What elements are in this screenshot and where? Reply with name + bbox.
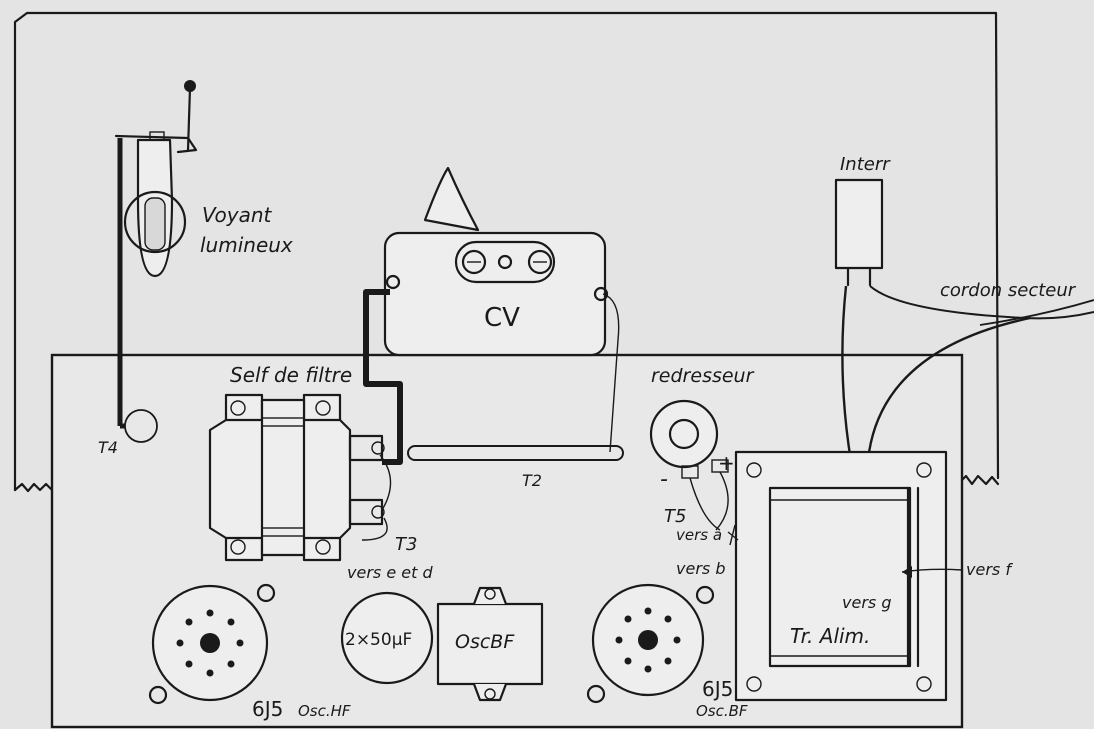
- variable-capacitor: [383, 166, 609, 357]
- label-plus: +: [718, 451, 735, 475]
- filter-choke: [208, 393, 392, 562]
- label-vers-b: vers b: [676, 559, 725, 578]
- power-transformer: [734, 450, 948, 702]
- rectifier: [649, 399, 736, 546]
- label-self-de-filtre: Self de filtre: [230, 363, 352, 387]
- label-tube-left-sub: Osc.HF: [298, 702, 351, 720]
- label-vers-e-et-d: vers e et d: [347, 563, 433, 582]
- wire-cv-t2: [602, 293, 620, 453]
- label-capacitor: 2×50μF: [345, 630, 412, 650]
- electrolytic-capacitor: [340, 591, 434, 685]
- label-t5: T5: [664, 506, 686, 527]
- label-tube-left: 6J5: [252, 697, 283, 721]
- label-vers-g: vers g: [842, 593, 891, 612]
- wire-cv-self: [363, 289, 403, 465]
- label-voyant: Voyant: [202, 203, 273, 227]
- front-panel: [13, 11, 1000, 493]
- label-cordon-secteur: cordon secteur: [940, 280, 1077, 301]
- label-vers-f: vers f: [966, 560, 1013, 579]
- label-minus: -: [660, 467, 668, 492]
- label-t2: T2: [522, 471, 542, 490]
- tube-socket-right: [586, 583, 715, 704]
- label-redresseur: redresseur: [651, 365, 755, 387]
- arrow-vers-a: [727, 531, 739, 541]
- label-oscbf: OscBF: [455, 631, 515, 653]
- terminal-t4: [124, 409, 158, 443]
- power-switch: [834, 178, 884, 287]
- label-tube-right: 6J5: [702, 677, 733, 701]
- label-t3: T3: [395, 534, 417, 555]
- label-tr-alim: Tr. Alim.: [790, 624, 870, 648]
- label-interr: Interr: [840, 154, 891, 175]
- label-vers-a: vers a: [676, 526, 722, 544]
- osc-bf-coil: [436, 586, 544, 702]
- label-t4: T4: [98, 438, 118, 457]
- tube-socket-left: [148, 583, 276, 705]
- label-cv: CV: [484, 303, 520, 333]
- label-lumineux: lumineux: [200, 233, 293, 257]
- pilot-lamp: [114, 80, 198, 278]
- terminal-strip-t2: [407, 445, 624, 461]
- mains-cord: [869, 285, 1094, 320]
- label-tube-right-sub: Osc.BF: [696, 702, 748, 720]
